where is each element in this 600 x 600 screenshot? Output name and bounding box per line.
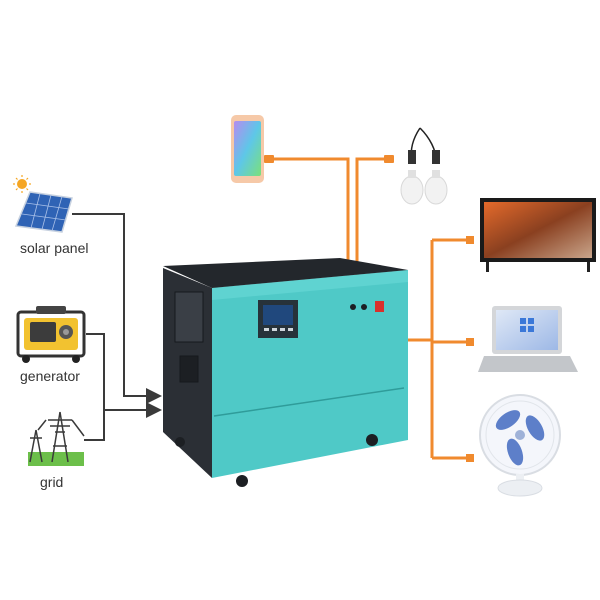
television-icon bbox=[480, 198, 596, 272]
grid-label: grid bbox=[40, 474, 64, 490]
power-station-unit bbox=[163, 258, 408, 487]
generator-icon bbox=[16, 306, 86, 363]
solar-panel-label: solar panel bbox=[20, 240, 89, 256]
solar-wire bbox=[72, 213, 162, 404]
grid-wire bbox=[84, 410, 105, 441]
plug-ends bbox=[264, 155, 474, 462]
solar-panel-icon bbox=[13, 175, 73, 233]
bulbs-wire bbox=[355, 157, 392, 304]
smartphone-icon bbox=[231, 115, 264, 183]
output-wires bbox=[264, 157, 470, 460]
generator-label: generator bbox=[20, 368, 80, 384]
desk-fan-icon bbox=[479, 394, 561, 497]
phone-wire bbox=[264, 157, 350, 304]
power-grid-icon bbox=[28, 411, 85, 466]
laptop-icon bbox=[478, 306, 578, 372]
led-bulbs-icon bbox=[400, 127, 448, 205]
input-wires bbox=[72, 213, 162, 441]
generator-wire bbox=[86, 333, 162, 418]
tv-wire bbox=[430, 238, 470, 458]
